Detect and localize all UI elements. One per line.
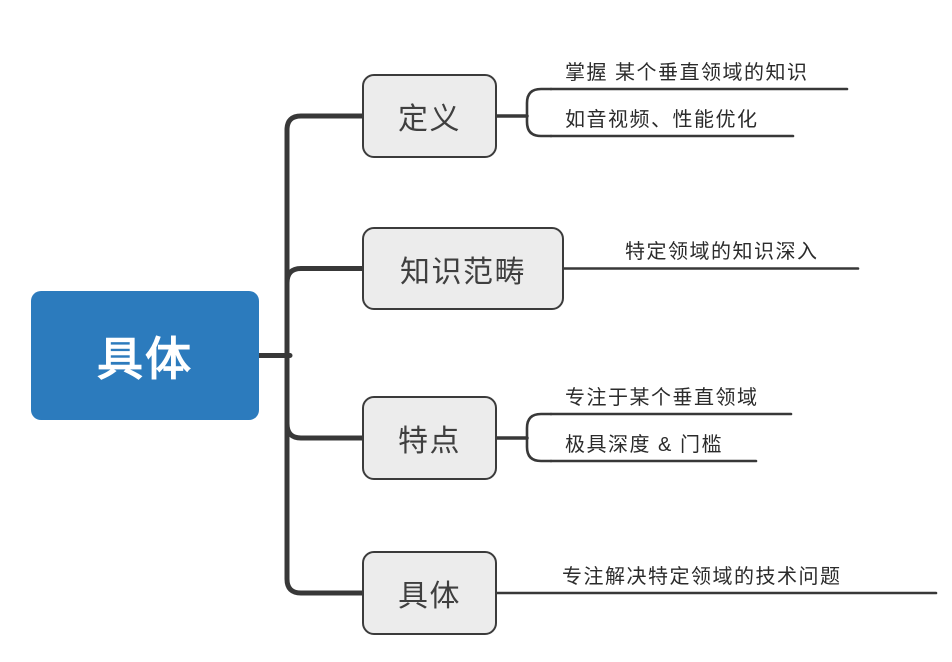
connector-branch3-bracket	[525, 412, 553, 463]
branch-topic-label: 定义	[398, 103, 461, 136]
branch-topic-label: 具体	[398, 580, 461, 613]
connector-trunk	[284, 113, 365, 596]
connector-elbow-branch2	[284, 266, 365, 286]
branch-topic-label: 知识范畴	[400, 255, 526, 289]
connector-elbow-branch3	[284, 421, 365, 441]
root-topic[interactable]: 具体	[31, 291, 259, 420]
leaf-topic[interactable]: 掌握 某个垂直领域的知识	[565, 62, 809, 84]
root-topic-label: 具体	[97, 332, 193, 385]
leaf-topic[interactable]: 专注于某个垂直领域	[565, 387, 759, 409]
connector-branch1-bracket	[525, 87, 553, 138]
branch-topic-specific[interactable]: 具体	[362, 551, 497, 635]
branch-topic-features[interactable]: 特点	[362, 396, 497, 480]
branch-topic-definition[interactable]: 定义	[362, 74, 497, 158]
leaf-topic[interactable]: 专注解决特定领域的技术问题	[562, 566, 842, 588]
leaf-topic[interactable]: 特定领域的知识深入	[625, 241, 819, 263]
leaf-topic[interactable]: 如音视频、性能优化	[565, 109, 759, 131]
leaf-topic[interactable]: 极具深度 & 门槛	[565, 434, 723, 456]
branch-topic-label: 特点	[398, 425, 461, 458]
branch-topic-knowledge-scope[interactable]: 知识范畴	[362, 227, 564, 310]
